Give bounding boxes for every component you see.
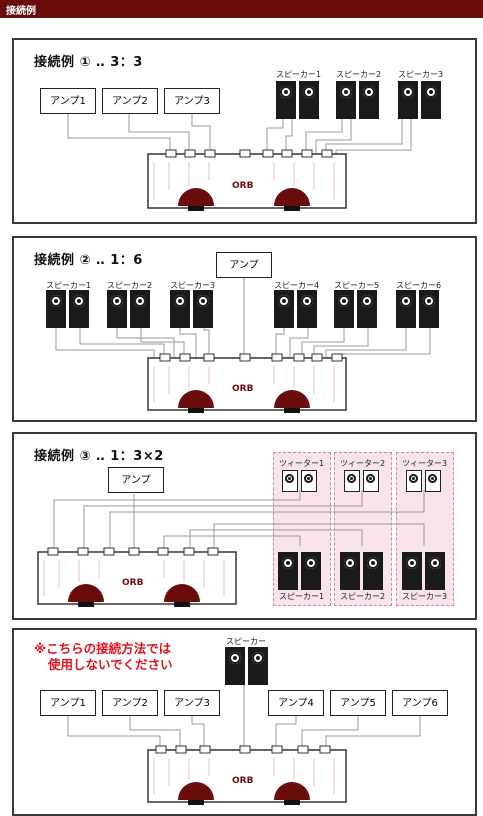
warning-text: ※こちらの接続方法では 使用しないでください — [34, 641, 173, 673]
speaker-label-2: スピーカー2 — [336, 70, 382, 79]
amp-box-6: アンプ6 — [392, 690, 448, 716]
speaker-label-5: スピーカー5 — [334, 281, 380, 290]
speaker-label-2: スピーカー2 — [340, 592, 386, 601]
amp-box-3: アンプ3 — [164, 88, 220, 114]
panel-2-title: 接続例 ② ‥ 1：6 — [34, 253, 143, 268]
speaker-label-6: スピーカー6 — [396, 281, 442, 290]
warning-panel: ※こちらの接続方法では 使用しないでください スピーカー アンプ1 アンプ2 ア… — [12, 628, 477, 816]
speaker-icon — [225, 647, 269, 685]
device-logo: ORB — [122, 578, 144, 588]
panel-1-wiring — [67, 114, 412, 158]
speaker-icon — [340, 552, 384, 590]
tweeter-icon — [282, 470, 318, 492]
warning-line-1: ※こちらの接続方法では — [34, 641, 172, 656]
tweeter-icon — [406, 470, 442, 492]
amp-box-3: アンプ3 — [164, 690, 220, 716]
panel-1-title: 接続例 ① ‥ 3：3 — [34, 55, 143, 70]
speaker-label-3: スピーカー3 — [402, 592, 448, 601]
section-header-title: 接続例 — [6, 6, 36, 17]
amp-box: アンプ — [108, 467, 164, 493]
speaker-label-2: スピーカー2 — [107, 281, 153, 290]
selector-device — [37, 547, 237, 607]
tweeter-icon — [344, 470, 380, 492]
speaker-icon — [274, 290, 318, 328]
speaker-icon — [398, 81, 442, 119]
amp-box-4: アンプ4 — [268, 690, 324, 716]
amp-box-1: アンプ1 — [40, 690, 96, 716]
speaker-icon — [46, 290, 90, 328]
speaker-icon — [402, 552, 446, 590]
device-logo: ORB — [232, 776, 254, 786]
speaker-icon — [336, 81, 380, 119]
tweeter-label-3: ツィーター3 — [402, 459, 448, 468]
speaker-label-4: スピーカー4 — [274, 281, 320, 290]
tweeter-label-1: ツィーター1 — [279, 459, 325, 468]
amp-box-2: アンプ2 — [102, 690, 158, 716]
speaker-icon — [170, 290, 214, 328]
speaker-icon — [276, 81, 320, 119]
tweeter-label-2: ツィーター2 — [340, 459, 386, 468]
panel-4-wiring — [67, 678, 421, 750]
panel-2-wiring — [55, 278, 431, 358]
selector-device — [147, 149, 347, 211]
speaker-label: スピーカー — [226, 637, 266, 646]
panel-3-title: 接続例 ③ ‥ 1：3×2 — [34, 449, 164, 464]
panel-3-wiring — [53, 490, 425, 554]
amp-box-5: アンプ5 — [330, 690, 386, 716]
speaker-icon — [107, 290, 151, 328]
device-logo: ORB — [232, 181, 254, 191]
warning-line-2: 使用しないでください — [48, 657, 173, 672]
amp-box-1: アンプ1 — [40, 88, 96, 114]
amp-box: アンプ — [216, 252, 272, 278]
speaker-label-1: スピーカー1 — [279, 592, 325, 601]
speaker-label-3: スピーカー3 — [170, 281, 216, 290]
selector-device — [147, 353, 347, 413]
speaker-icon — [334, 290, 378, 328]
speaker-label-3: スピーカー3 — [398, 70, 444, 79]
amp-box-2: アンプ2 — [102, 88, 158, 114]
speaker-label-1: スピーカー1 — [276, 70, 322, 79]
speaker-icon — [278, 552, 322, 590]
speaker-label-1: スピーカー1 — [46, 281, 92, 290]
section-header: 接続例 — [0, 0, 483, 18]
speaker-icon — [396, 290, 440, 328]
example-panel-3: 接続例 ③ ‥ 1：3×2 アンプ ツィーター1 ツィーター2 ツィーター3 ス… — [12, 432, 477, 620]
selector-device — [147, 745, 347, 805]
example-panel-2: 接続例 ② ‥ 1：6 アンプ スピーカー1 スピーカー2 スピーカー3 スピー… — [12, 236, 477, 422]
example-panel-1: 接続例 ① ‥ 3：3 アンプ1 アンプ2 アンプ3 スピーカー1 スピーカー2… — [12, 38, 477, 224]
device-logo: ORB — [232, 384, 254, 394]
